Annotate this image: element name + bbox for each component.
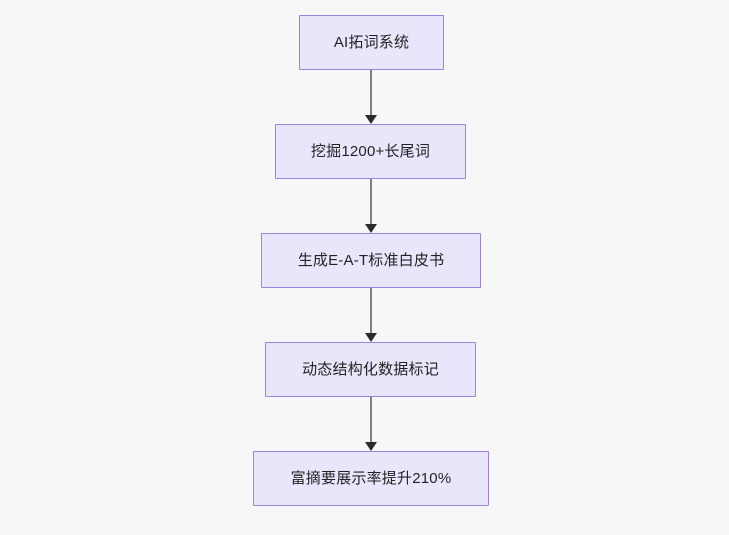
edge-line (370, 179, 372, 225)
flowchart-node-dynamic-structured-data-markup[interactable]: 动态结构化数据标记 (265, 342, 476, 397)
flowchart-edge-n3-n4 (361, 288, 381, 342)
arrowhead-down-icon (365, 115, 377, 124)
flowchart-edge-n4-n5 (361, 397, 381, 451)
arrowhead-down-icon (365, 442, 377, 451)
edge-line (370, 70, 372, 116)
flowchart-node-label: 富摘要展示率提升210% (290, 470, 452, 487)
flowchart-node-mine-longtail-keywords[interactable]: 挖掘1200+长尾词 (275, 124, 466, 179)
flowchart-node-ai-keyword-system[interactable]: AI拓词系统 (299, 15, 444, 70)
edge-line (370, 397, 372, 443)
flowchart-node-label: AI拓词系统 (333, 34, 410, 51)
flowchart-node-label: 生成E-A-T标准白皮书 (297, 252, 445, 269)
flowchart-node-label: 挖掘1200+长尾词 (310, 143, 431, 160)
flowchart-edge-n1-n2 (361, 70, 381, 124)
flowchart-edge-n2-n3 (361, 179, 381, 233)
arrowhead-down-icon (365, 333, 377, 342)
edge-line (370, 288, 372, 334)
flowchart-node-generate-eat-whitepaper[interactable]: 生成E-A-T标准白皮书 (261, 233, 481, 288)
arrowhead-down-icon (365, 224, 377, 233)
flowchart-node-rich-snippet-impression-uplift[interactable]: 富摘要展示率提升210% (253, 451, 489, 506)
flowchart-node-label: 动态结构化数据标记 (302, 361, 439, 378)
